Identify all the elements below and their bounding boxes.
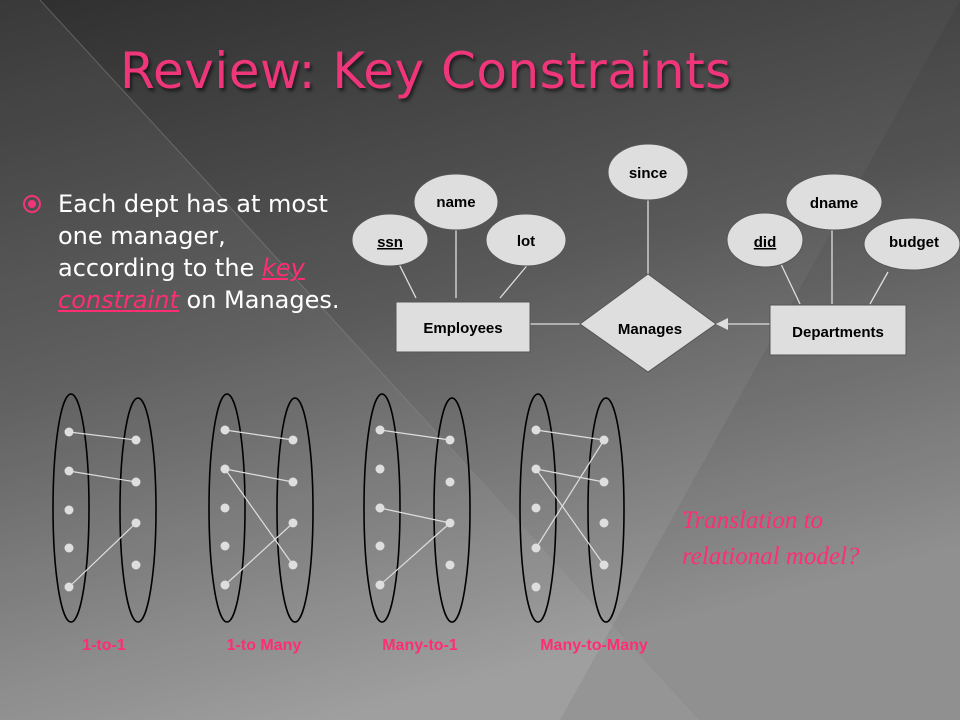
mapping-many-to-many: Many-to-Many — [519, 393, 648, 654]
relationship-manages-label: Manages — [618, 321, 682, 338]
attr-since: since — [607, 143, 689, 201]
mapping-1-to-many: 1-to Many — [208, 393, 314, 654]
mapping-1-to-1: 1-to-1 — [52, 393, 157, 654]
mapping-label-many-to-many: Many-to-Many — [540, 637, 648, 654]
bullet-text-end: on Manages. — [178, 286, 340, 314]
attr-name-label: name — [436, 194, 475, 211]
slide-title: Review: Key Constraints — [120, 42, 732, 100]
attr-did: did — [726, 212, 804, 268]
mapping-many-to-1: Many-to-1 — [363, 393, 471, 654]
entity-employees: Employees — [395, 301, 531, 353]
entity-departments-label: Departments — [792, 324, 884, 341]
attr-lot-label: lot — [517, 233, 535, 250]
bullet-icon — [23, 195, 41, 213]
attr-ssn-label: ssn — [377, 234, 403, 251]
entity-departments: Departments — [769, 304, 907, 356]
bullet-text: Each dept has at most one manager, accor… — [58, 188, 348, 316]
relationship-manages: Manages — [579, 273, 717, 373]
key-constraint-link[interactable]: key constraint — [58, 254, 305, 314]
mapping-label-1-to-many: 1-to Many — [227, 637, 302, 654]
mapping-label-many-to-1: Many-to-1 — [382, 637, 458, 654]
attr-budget: budget — [863, 217, 960, 271]
attr-dname-label: dname — [810, 195, 858, 212]
bullet-text-start: Each dept has at most one manager, accor… — [58, 190, 328, 282]
attr-lot: lot — [485, 213, 567, 267]
attr-since-label: since — [629, 165, 667, 182]
mapping-label-1-to-1: 1-to-1 — [82, 637, 126, 654]
entity-employees-label: Employees — [423, 320, 502, 337]
attr-budget-label: budget — [889, 234, 939, 251]
attr-dname: dname — [785, 173, 883, 231]
attr-ssn: ssn — [351, 213, 429, 267]
attr-did-label: did — [754, 234, 777, 251]
attr-name: name — [413, 173, 499, 231]
